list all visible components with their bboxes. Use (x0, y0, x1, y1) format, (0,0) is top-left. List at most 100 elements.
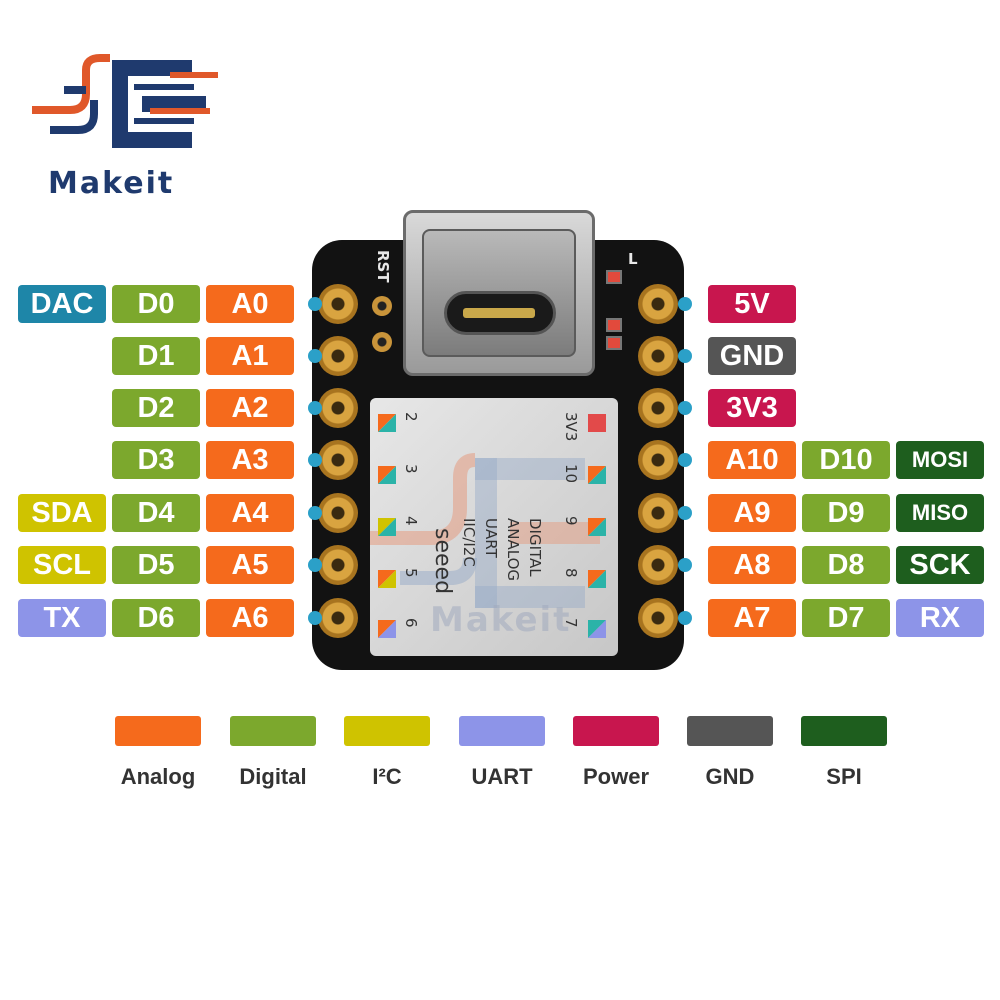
right-pad (638, 388, 678, 428)
pin-dot (308, 453, 322, 467)
shield-mode-label: DIGITAL (526, 518, 544, 577)
pin-dot (308, 506, 322, 520)
mode-chip-icon (378, 466, 396, 484)
pin-label-a2: A2 (206, 389, 294, 427)
pin-label-d4: D4 (112, 494, 200, 532)
pin-label-d2: D2 (112, 389, 200, 427)
pin-label-sda: SDA (18, 494, 106, 532)
pin-dot (678, 297, 692, 311)
logo-text: Makeit (48, 166, 174, 201)
pin-label-miso: MISO (896, 494, 984, 532)
right-pad (638, 336, 678, 376)
pin-label-a1: A1 (206, 337, 294, 375)
pin-label-3v3: 3V3 (708, 389, 796, 427)
left-pad (318, 598, 358, 638)
pin-label-d9: D9 (802, 494, 890, 532)
mode-chip-icon (378, 518, 396, 536)
usb-c-tongue (463, 308, 535, 318)
shield-number: 4 (402, 516, 420, 526)
shield-number: 2 (402, 412, 420, 422)
legend-label-power: Power (556, 764, 676, 790)
left-pad (318, 336, 358, 376)
shield-number: 9 (562, 516, 580, 526)
right-pad (638, 545, 678, 585)
mode-chip-icon (588, 518, 606, 536)
mode-chip-icon (378, 414, 396, 432)
mode-chip-icon (378, 570, 396, 588)
right-pad (638, 598, 678, 638)
shield-mode-label: UART (482, 518, 500, 558)
shield-number: 5 (402, 568, 420, 578)
pin-label-d6: D6 (112, 599, 200, 637)
shield-number: 3 (402, 464, 420, 474)
shield-number: 8 (562, 568, 580, 578)
legend-label-i2c: I²C (327, 764, 447, 790)
pin-label-d0: D0 (112, 285, 200, 323)
legend-label-gnd: GND (670, 764, 790, 790)
reset-via (372, 332, 392, 352)
mode-chip-icon (588, 414, 606, 432)
pin-label-tx: TX (18, 599, 106, 637)
shield-number: 6 (402, 618, 420, 628)
led-indicator (606, 318, 622, 332)
left-pad (318, 493, 358, 533)
legend-swatch-uart (459, 716, 545, 746)
pin-label-d5: D5 (112, 546, 200, 584)
pin-dot (678, 611, 692, 625)
legend-swatch-gnd (687, 716, 773, 746)
pin-label-sck: SCK (896, 546, 984, 584)
pin-label-a0: A0 (206, 285, 294, 323)
mode-chip-icon (378, 620, 396, 638)
pin-label-d1: D1 (112, 337, 200, 375)
makeit-logo: Makeit (30, 50, 220, 200)
right-pad (638, 284, 678, 324)
led-silkscreen: L (628, 250, 638, 268)
legend-label-spi: SPI (784, 764, 904, 790)
led-indicator (606, 270, 622, 284)
legend-label-digital: Digital (213, 764, 333, 790)
legend-label-uart: UART (442, 764, 562, 790)
right-pad (638, 440, 678, 480)
left-pad (318, 284, 358, 324)
shield-number: 3V3 (562, 412, 580, 441)
pin-dot (678, 558, 692, 572)
pin-dot (308, 297, 322, 311)
mode-chip-icon (588, 570, 606, 588)
pin-dot (308, 611, 322, 625)
shield-number: 10 (562, 464, 580, 483)
legend-swatch-spi (801, 716, 887, 746)
pin-label-a10: A10 (708, 441, 796, 479)
usb-c-connector (403, 210, 595, 376)
mode-chip-icon (588, 620, 606, 638)
legend-swatch-power (573, 716, 659, 746)
pin-label-a8: A8 (708, 546, 796, 584)
left-pad (318, 545, 358, 585)
pin-label-a9: A9 (708, 494, 796, 532)
pin-label-mosi: MOSI (896, 441, 984, 479)
legend-label-analog: Analog (98, 764, 218, 790)
shield-brand: seeed (430, 528, 455, 594)
shield-mode-label: IIC/I2C (460, 518, 478, 567)
pin-label-d10: D10 (802, 441, 890, 479)
pin-label-a7: A7 (708, 599, 796, 637)
usb-c-shell (422, 229, 576, 357)
right-pad (638, 493, 678, 533)
legend-swatch-analog (115, 716, 201, 746)
pin-label-5v: 5V (708, 285, 796, 323)
legend-swatch-i2c (344, 716, 430, 746)
led-indicator (606, 336, 622, 350)
pin-label-a6: A6 (206, 599, 294, 637)
mode-chip-icon (588, 466, 606, 484)
pin-dot (308, 349, 322, 363)
rst-silkscreen: RST (374, 250, 392, 283)
pin-label-a3: A3 (206, 441, 294, 479)
logo-mark-icon (30, 50, 220, 160)
pin-dot (678, 401, 692, 415)
watermark: Makeit (430, 600, 571, 640)
pin-dot (678, 349, 692, 363)
pin-label-a4: A4 (206, 494, 294, 532)
pin-label-d8: D8 (802, 546, 890, 584)
left-pad (318, 440, 358, 480)
legend-swatch-digital (230, 716, 316, 746)
pin-label-rx: RX (896, 599, 984, 637)
